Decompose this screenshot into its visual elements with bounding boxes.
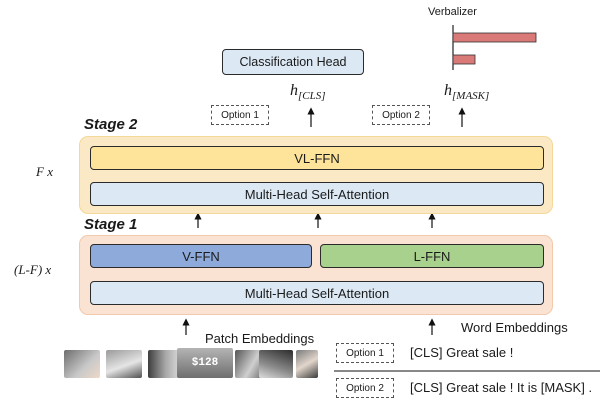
image-patch-2 xyxy=(106,350,142,378)
image-patch-7 xyxy=(259,350,293,378)
patch-embeddings-label: Patch Embeddings xyxy=(205,331,315,346)
stage1-label: Stage 1 xyxy=(84,216,138,233)
stage2-attention-box: Multi-Head Self-Attention xyxy=(90,182,544,206)
verbalizer-bar-chart xyxy=(452,25,537,70)
option2-input-text: [CLS] Great sale ! It is [MASK] . xyxy=(410,380,593,395)
stage2-label: Stage 2 xyxy=(84,116,138,133)
vl-ffn-box: VL-FFN xyxy=(90,146,544,170)
image-patch-5: $128 xyxy=(177,348,233,378)
verbalizer-label: Verbalizer xyxy=(428,6,477,18)
option2-tag-top: Option 2 xyxy=(372,105,430,125)
v-ffn-box: V-FFN xyxy=(90,244,312,268)
option2-tag-bottom: Option 2 xyxy=(336,378,394,398)
image-patch-8 xyxy=(296,350,318,378)
stage2-repeat-label: F x xyxy=(36,164,53,179)
h-cls-label: h[CLS] xyxy=(290,82,326,103)
stage1-attention-box: Multi-Head Self-Attention xyxy=(90,281,544,305)
option1-input-text: [CLS] Great sale ! xyxy=(410,345,514,360)
option1-tag-bottom: Option 1 xyxy=(336,343,394,363)
image-patch-1 xyxy=(64,350,100,378)
word-embeddings-label: Word Embeddings xyxy=(461,320,568,335)
option1-tag-top: Option 1 xyxy=(211,105,269,125)
stage1-repeat-label: (L-F) x xyxy=(14,262,52,277)
h-mask-label: h[MASK] xyxy=(444,82,490,103)
classification-head: Classification Head xyxy=(222,49,364,75)
l-ffn-box: L-FFN xyxy=(320,244,544,268)
